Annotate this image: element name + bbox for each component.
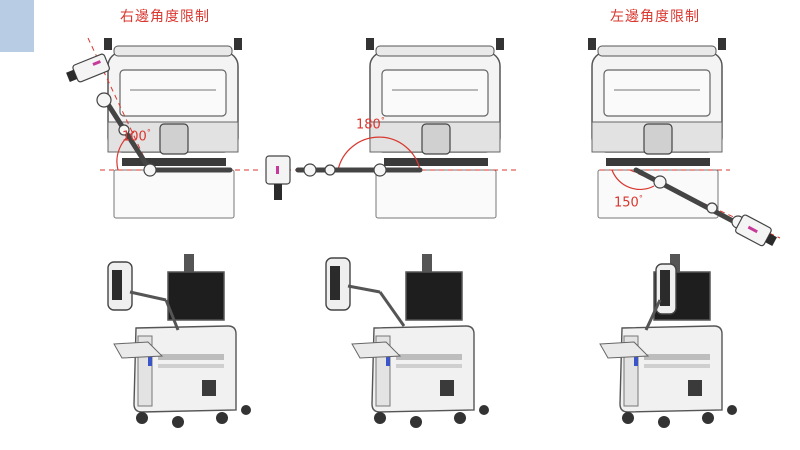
heading-left-limit: 左邊角度限制: [610, 9, 700, 25]
heading-right-limit: 右邊角度限制: [120, 9, 210, 25]
corner-tab: [0, 0, 34, 52]
angle-label-100: 100°: [122, 128, 151, 145]
angle-label-180: 180°: [356, 116, 385, 133]
angle-label-150: 150°: [614, 194, 643, 211]
